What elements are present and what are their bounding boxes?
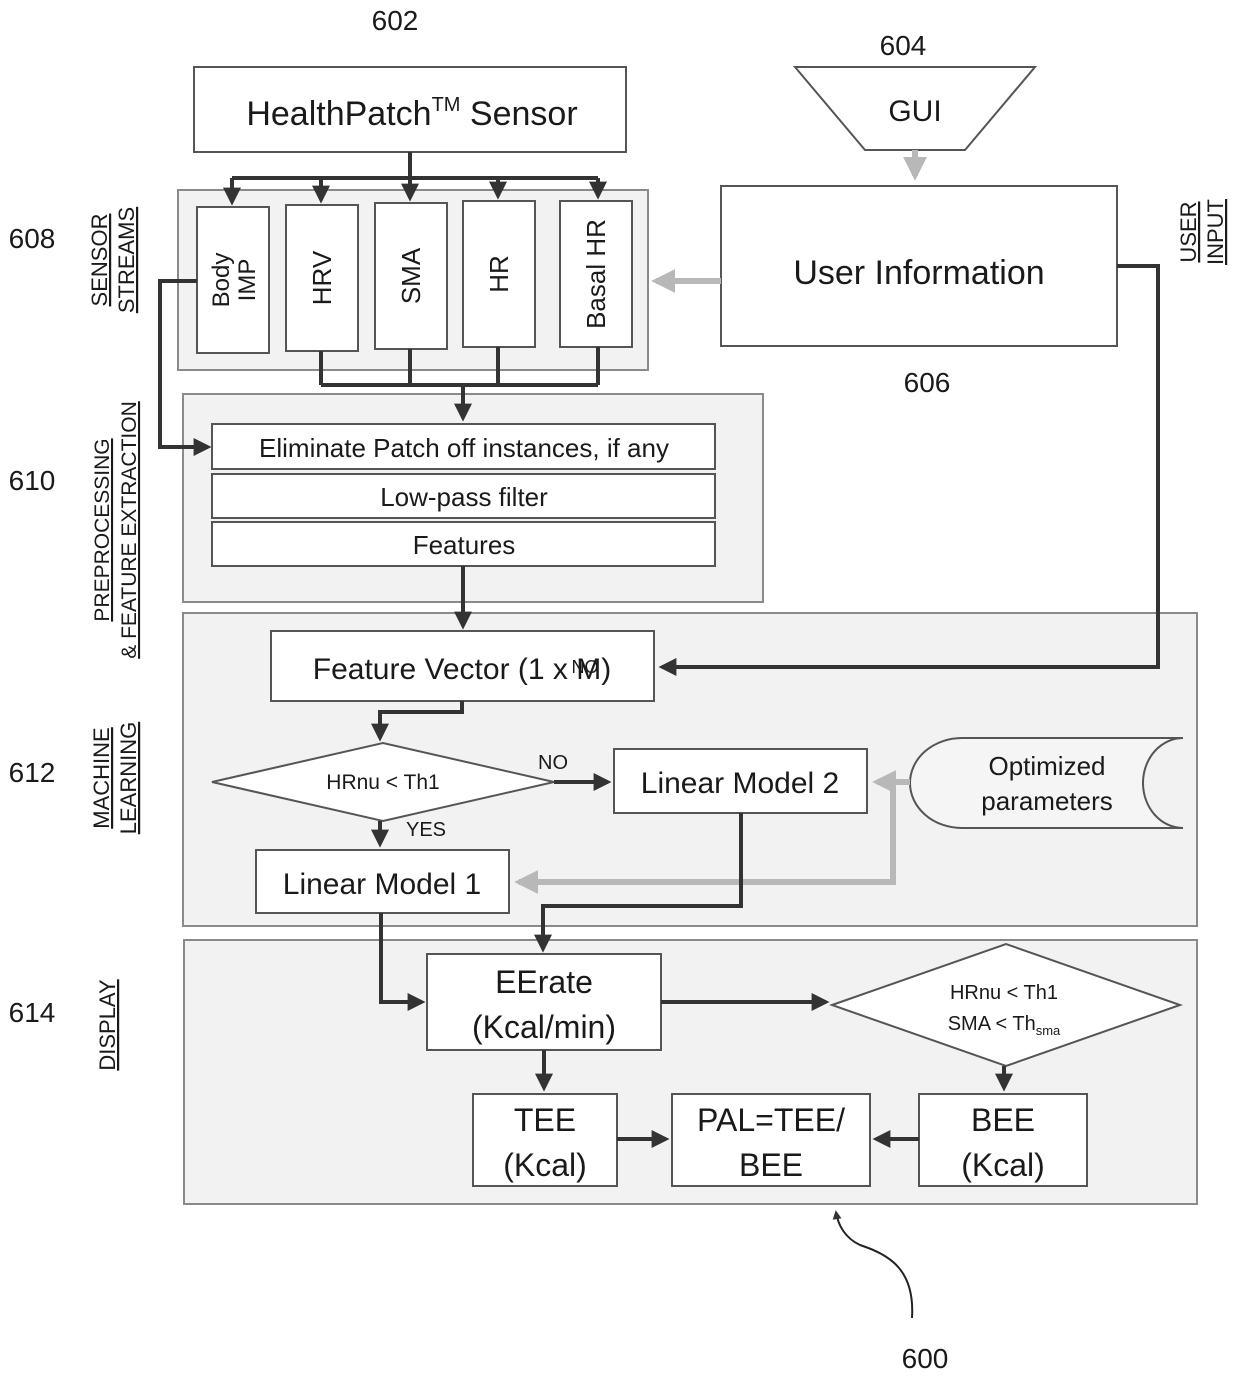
healthpatch-sensor-label: HealthPatchTM Sensor (246, 94, 577, 133)
ref-610: 610 (9, 465, 56, 496)
ref-612: 612 (9, 757, 56, 788)
side-label-sensor-streams: SENSOR STREAMS (87, 207, 139, 313)
low-pass-filter-label: Low-pass filter (380, 482, 548, 512)
svg-text:STREAMS: STREAMS (114, 207, 139, 313)
side-label-display: DISPLAY (95, 979, 120, 1071)
svg-text:INPUT: INPUT (1203, 199, 1228, 265)
svg-text:IMP: IMP (234, 259, 261, 302)
stream-label-sma: SMA (396, 247, 426, 304)
eerate-line2: (Kcal/min) (472, 1009, 616, 1045)
ref-604: 604 (880, 30, 927, 61)
svg-text:MACHINE: MACHINE (89, 727, 114, 828)
svg-text:Body: Body (208, 253, 235, 308)
ref-600-leader-arrow (836, 1212, 912, 1318)
decision-no-label: NO (538, 752, 568, 774)
svg-text:SENSOR: SENSOR (87, 214, 112, 307)
ref-600: 600 (902, 1343, 949, 1374)
sensor-to-streams-connector (232, 152, 598, 178)
side-label-preprocessing: PREPROCESSING & FEATURE EXTRACTION (91, 401, 141, 658)
ref-606: 606 (904, 367, 951, 398)
pal-line1: PAL=TEE/ (697, 1102, 845, 1138)
svg-text:USER: USER (1176, 201, 1201, 262)
svg-text:PREPROCESSING: PREPROCESSING (91, 438, 114, 621)
svg-text:& FEATURE EXTRACTION: & FEATURE EXTRACTION (118, 401, 141, 658)
feature-vector-overlay-label: NO (572, 657, 599, 677)
feature-vector-label: Feature Vector (1 x M) (313, 653, 611, 686)
decision-hrnu-th1-label: HRnu < Th1 (326, 771, 439, 794)
features-label: Features (413, 530, 516, 560)
decision-yes-label: YES (406, 819, 446, 841)
svg-text:DISPLAY: DISPLAY (95, 979, 120, 1071)
ref-614: 614 (9, 997, 56, 1028)
stream-label-hr: HR (484, 255, 514, 293)
side-label-machine-learning: MACHINE LEARNING (89, 722, 141, 834)
pal-line2: BEE (739, 1147, 803, 1183)
ref-602: 602 (372, 5, 419, 36)
tee-line1: TEE (514, 1102, 576, 1138)
tee-line2: (Kcal) (503, 1147, 587, 1183)
linear-model-1-label: Linear Model 1 (283, 868, 481, 901)
stream-label-hrv: HRV (307, 250, 337, 305)
ref-608: 608 (9, 223, 56, 254)
user-information-label: User Information (793, 254, 1044, 292)
optimized-parameters-line2: parameters (981, 786, 1113, 816)
bee-line1: BEE (971, 1102, 1035, 1138)
eerate-line1: EErate (495, 964, 593, 1000)
eliminate-patch-off-label: Eliminate Patch off instances, if any (259, 433, 669, 463)
gui-label: GUI (888, 95, 941, 128)
optimized-parameters-line1: Optimized (988, 751, 1105, 781)
stream-label-body-imp: Body IMP (208, 253, 261, 308)
linear-model-2-label: Linear Model 2 (641, 767, 839, 800)
side-label-user-input: USER INPUT (1176, 199, 1228, 265)
decision-hrnu-line: HRnu < Th1 (950, 982, 1058, 1004)
svg-text:LEARNING: LEARNING (116, 722, 141, 834)
bee-line2: (Kcal) (961, 1147, 1045, 1183)
stream-label-basal-hr: Basal HR (581, 219, 611, 329)
